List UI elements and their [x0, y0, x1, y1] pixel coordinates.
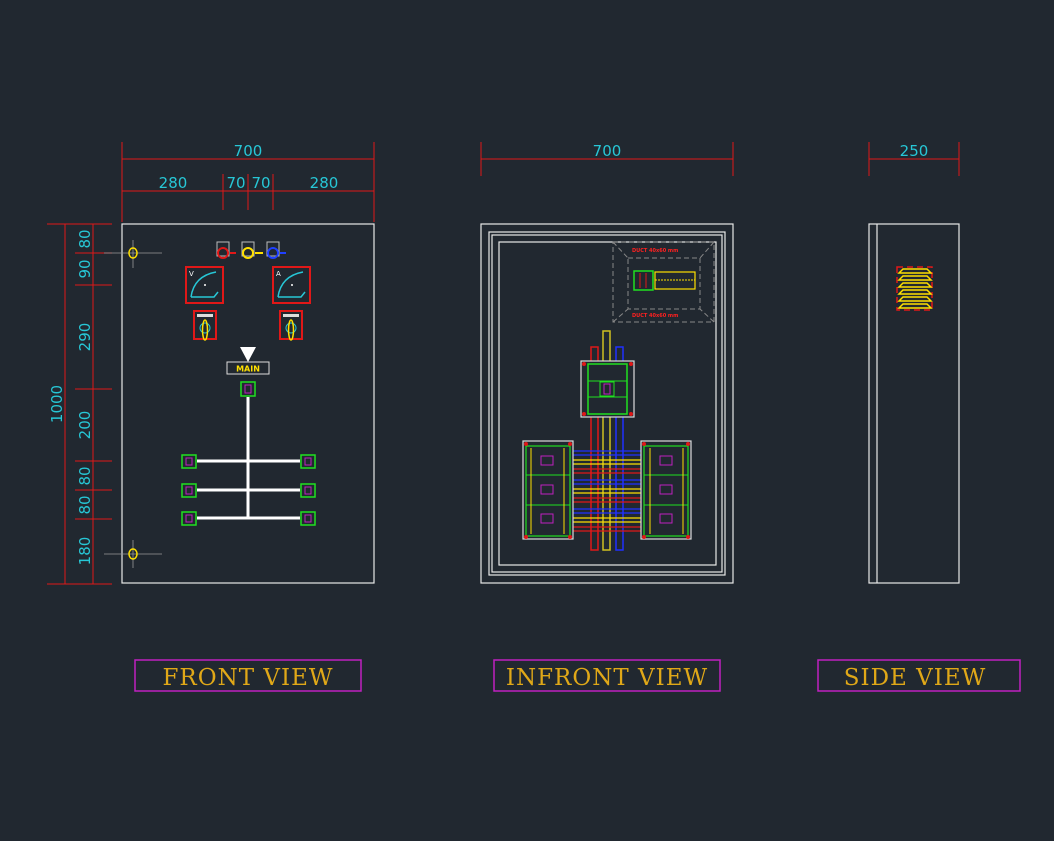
- front-height-part: 200: [76, 411, 94, 440]
- pilot-lamps: [216, 241, 286, 259]
- front-height-total: 1000: [48, 385, 66, 423]
- front-view-title-frame: [134, 659, 362, 692]
- feeder-tree: [181, 381, 316, 526]
- mounting-plate-outline: [488, 231, 726, 576]
- infront-width-total: 700: [593, 142, 622, 160]
- side-depth-total: 250: [900, 142, 929, 160]
- duct-label-bottom: DUCT 40x60 mm: [632, 313, 678, 319]
- main-breaker-icon: [240, 381, 256, 397]
- main-breaker-icon: [580, 360, 635, 418]
- infront-view: 700 DUCT 40x60 mm DUCT 40x60 mm: [480, 142, 734, 692]
- mounting-plate-inner: [491, 234, 723, 573]
- infront-view-title-frame: [493, 659, 721, 692]
- front-height-part: 90: [76, 259, 94, 278]
- ventilation-louver-icon: [896, 266, 933, 311]
- mounting-plate-edge: [498, 241, 717, 566]
- front-height-part: 80: [76, 495, 94, 514]
- front-height-part: 80: [76, 229, 94, 248]
- side-view-title: SIDE VIEW: [844, 665, 987, 691]
- horizontal-busbars: [572, 450, 641, 532]
- voltmeter-label: V: [189, 270, 194, 278]
- terminal-block-icon: [633, 270, 696, 291]
- front-view: 700 280 70 70 280 1000 80 90 290 200 80 …: [47, 142, 375, 692]
- front-width-dimension: [121, 142, 375, 222]
- front-width-part: 70: [251, 174, 270, 192]
- infront-panel-outline: [480, 223, 734, 584]
- cable-duct: [612, 241, 715, 323]
- ammeter-icon: A: [272, 266, 311, 304]
- front-view-title: FRONT VIEW: [162, 665, 333, 691]
- ammeter-selector-switch-icon: [279, 310, 303, 341]
- voltmeter-icon: V: [185, 266, 224, 304]
- infront-view-title: INFRONT VIEW: [506, 665, 708, 691]
- vertical-busbars: [590, 330, 624, 551]
- hinge-icon: [104, 240, 162, 268]
- front-height-dimension: [47, 223, 112, 585]
- voltmeter-selector-switch-icon: [193, 310, 217, 341]
- branch-breakers-right: [640, 440, 692, 540]
- front-width-part: 280: [159, 174, 188, 192]
- side-view: 250 SIDE VIEW: [817, 142, 1021, 692]
- side-view-title-frame: [817, 659, 1021, 692]
- front-width-part: 70: [226, 174, 245, 192]
- red-lamp-icon: [217, 247, 229, 259]
- front-panel-outline: [121, 223, 375, 584]
- side-panel-outline: [868, 223, 960, 584]
- front-height-part: 290: [76, 323, 94, 352]
- front-height-part: 180: [76, 537, 94, 566]
- front-width-total: 700: [234, 142, 263, 160]
- front-height-part: 80: [76, 466, 94, 485]
- branch-breakers-left: [522, 440, 574, 540]
- main-nameplate: [226, 361, 270, 375]
- blue-lamp-icon: [267, 247, 279, 259]
- side-depth-dimension: [868, 142, 960, 176]
- infront-width-dimension: [480, 142, 734, 176]
- yellow-lamp-icon: [242, 247, 254, 259]
- hinge-icon: [104, 540, 162, 568]
- front-width-part: 280: [310, 174, 339, 192]
- main-label: MAIN: [236, 365, 260, 374]
- duct-label-top: DUCT 40x60 mm: [632, 248, 678, 254]
- arrow-down-icon: [240, 347, 256, 362]
- ammeter-label: A: [276, 270, 281, 278]
